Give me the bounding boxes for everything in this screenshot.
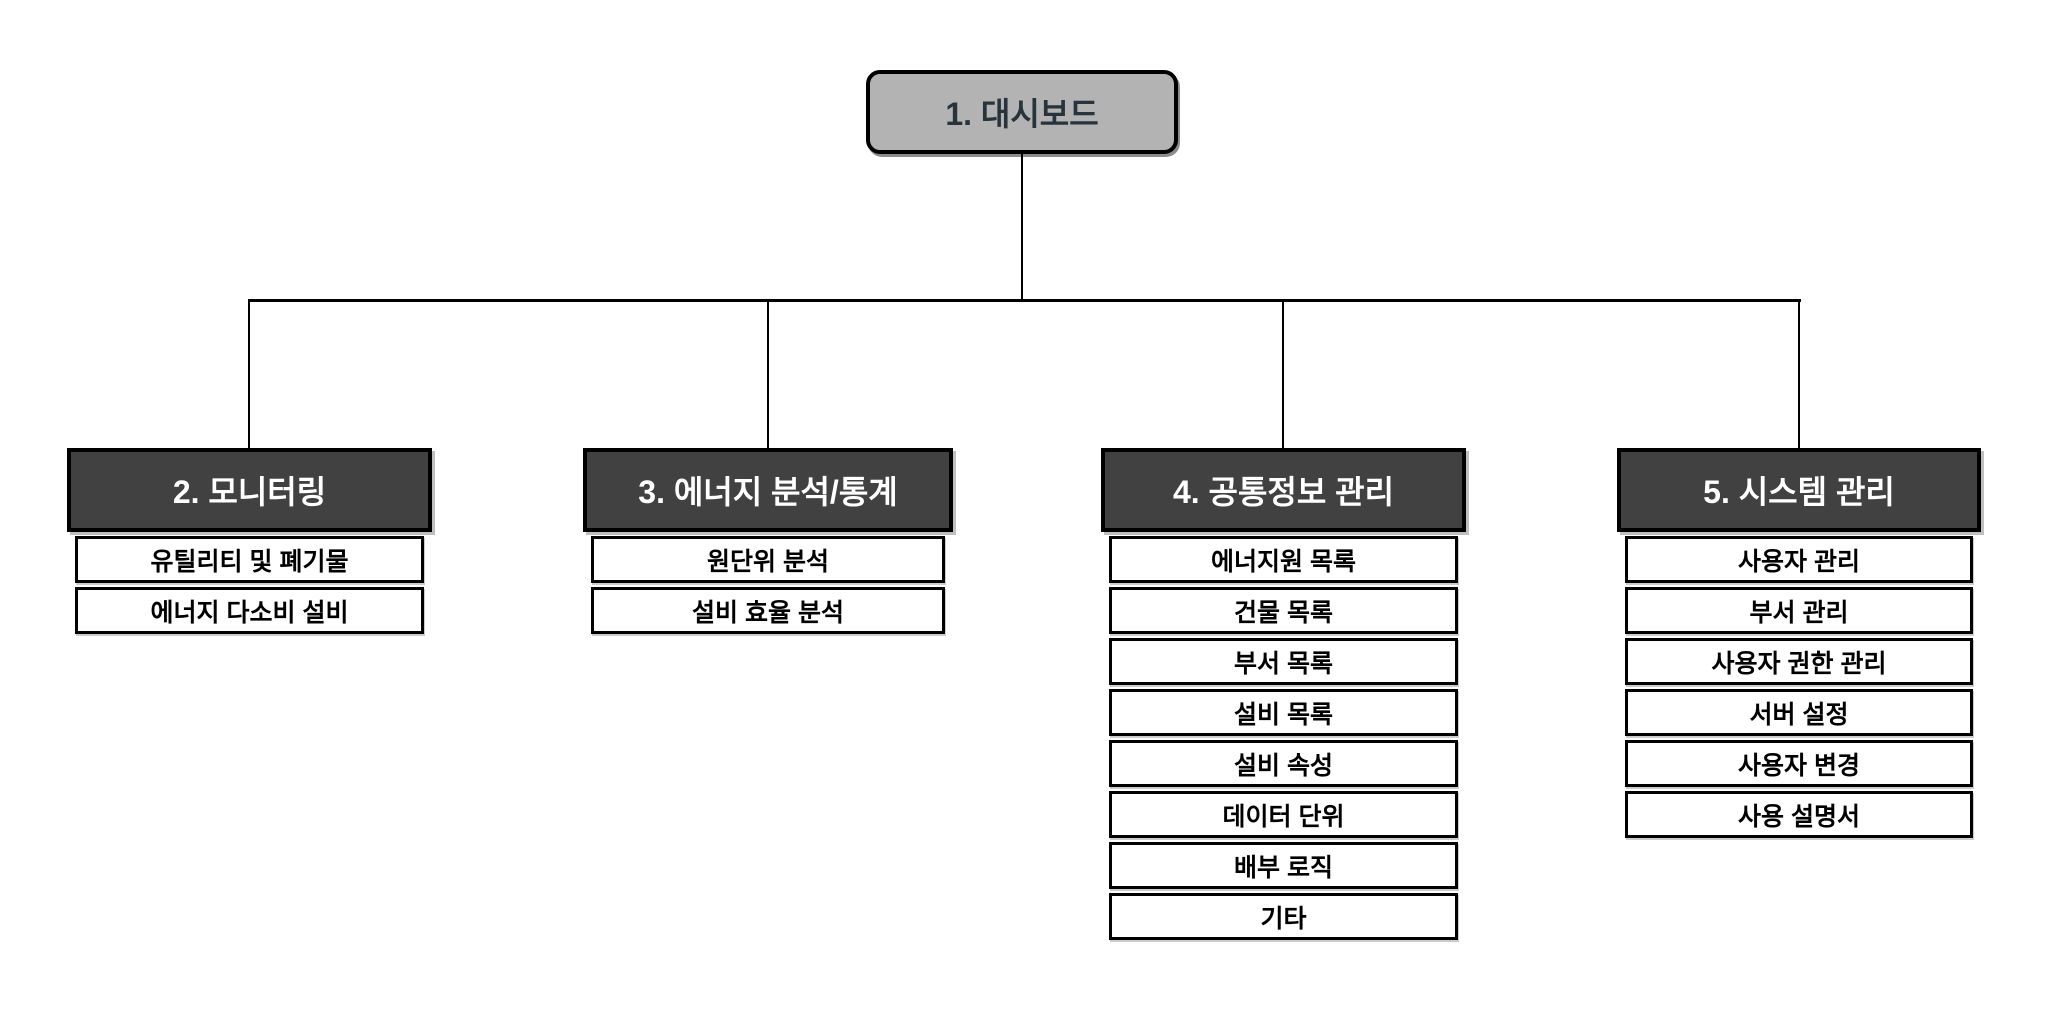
branch-energy-analysis: 3. 에너지 분석/통계 원단위 분석 설비 효율 분석	[583, 448, 953, 634]
node-department-management: 부서 관리	[1625, 587, 1973, 634]
node-data-units: 데이터 단위	[1109, 791, 1458, 838]
node-server-settings: 서버 설정	[1625, 689, 1973, 736]
branch-header-energy-analysis-label: 3. 에너지 분석/통계	[638, 474, 898, 510]
branch-monitoring: 2. 모니터링 유틸리티 및 폐기물 에너지 다소비 설비	[67, 448, 432, 634]
node-utilities-waste: 유틸리티 및 폐기물	[75, 536, 424, 583]
branch-header-monitoring-label: 2. 모니터링	[172, 474, 327, 510]
node-user-manual: 사용 설명서	[1625, 791, 1973, 838]
branch-header-energy-analysis: 3. 에너지 분석/통계	[583, 448, 953, 532]
node-dashboard-label: 1. 대시보드	[945, 96, 1099, 132]
connector-drop-common-info	[1282, 299, 1284, 448]
branch-system-mgmt: 5. 시스템 관리 사용자 관리 부서 관리 사용자 권한 관리 서버 설정 사…	[1617, 448, 1981, 838]
node-equipment-efficiency-analysis: 설비 효율 분석	[591, 587, 945, 634]
branch-header-system-mgmt: 5. 시스템 관리	[1617, 448, 1981, 532]
node-equipment-attributes: 설비 속성	[1109, 740, 1458, 787]
node-energy-source-list: 에너지원 목록	[1109, 536, 1458, 583]
node-unit-analysis: 원단위 분석	[591, 536, 945, 583]
node-user-management: 사용자 관리	[1625, 536, 1973, 583]
branch-header-common-info-label: 4. 공통정보 관리	[1172, 474, 1395, 510]
node-distribution-logic: 배부 로직	[1109, 842, 1458, 889]
connector-trunk-vertical	[1021, 153, 1023, 300]
branch-header-system-mgmt-label: 5. 시스템 관리	[1703, 474, 1895, 510]
node-high-energy-equipment: 에너지 다소비 설비	[75, 587, 424, 634]
connector-drop-energy-analysis	[767, 299, 769, 448]
connector-horizontal-bar	[248, 299, 1801, 302]
node-equipment-list: 설비 목록	[1109, 689, 1458, 736]
node-user-change: 사용자 변경	[1625, 740, 1973, 787]
branch-common-info: 4. 공통정보 관리 에너지원 목록 건물 목록 부서 목록 설비 목록 설비 …	[1101, 448, 1466, 940]
node-department-list: 부서 목록	[1109, 638, 1458, 685]
node-dashboard: 1. 대시보드	[866, 70, 1178, 154]
node-building-list: 건물 목록	[1109, 587, 1458, 634]
connector-drop-system-mgmt	[1798, 299, 1800, 448]
node-user-permission-management: 사용자 권한 관리	[1625, 638, 1973, 685]
connector-drop-monitoring	[248, 299, 250, 448]
node-etc: 기타	[1109, 893, 1458, 940]
branch-header-common-info: 4. 공통정보 관리	[1101, 448, 1466, 532]
branch-header-monitoring: 2. 모니터링	[67, 448, 432, 532]
